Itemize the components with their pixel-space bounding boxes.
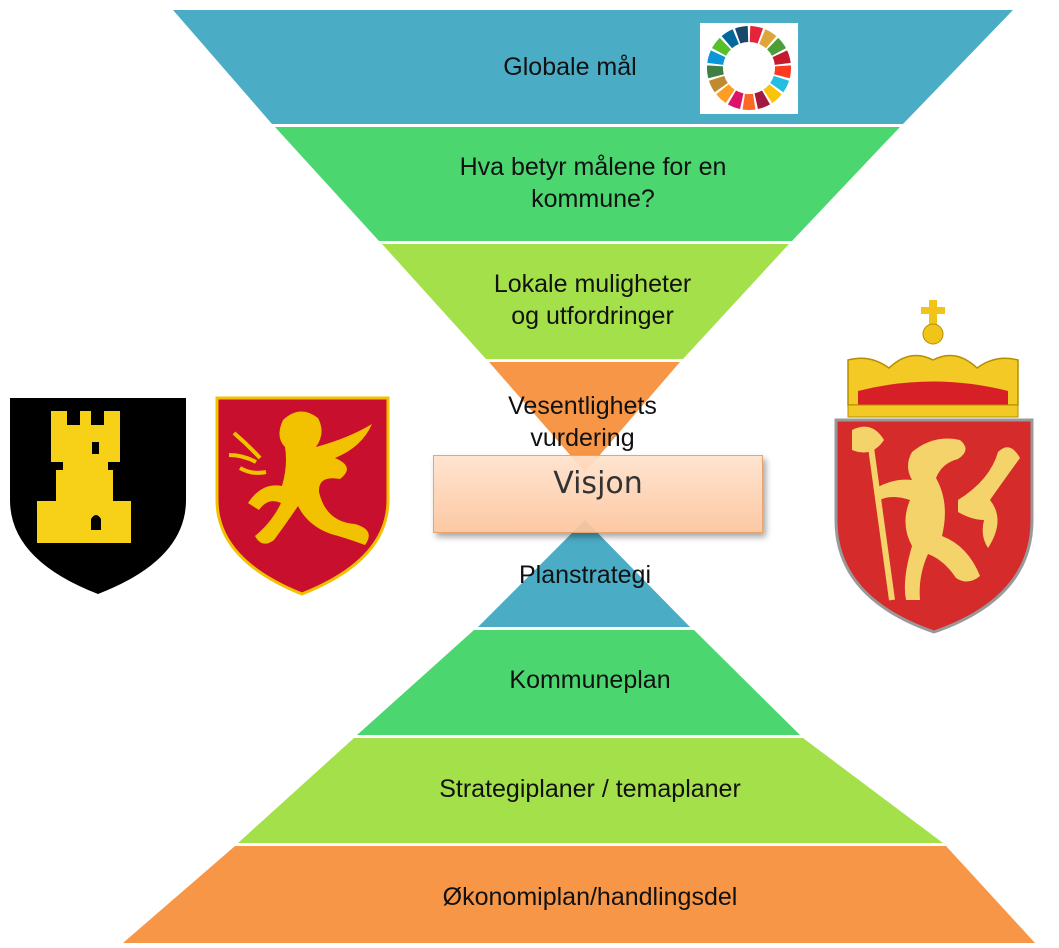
level-bottom-0-label: Planstrategi bbox=[518, 561, 652, 589]
level-top-1-shape bbox=[275, 127, 900, 241]
level-top-0-label: Globale mål bbox=[503, 53, 637, 81]
sdg-wheel-segment bbox=[716, 84, 735, 104]
level-bottom-2-label: Strategiplaner / temaplaner bbox=[439, 775, 741, 803]
level-top-3-shape bbox=[489, 362, 680, 472]
level-bottom-1-label: Kommuneplan bbox=[509, 666, 671, 694]
level-bottom-2-shape bbox=[238, 738, 943, 843]
level-top-3-label: Vesentlighets vurdering bbox=[508, 392, 657, 452]
level-top-2-label: Lokale muligheter og utfordringer bbox=[493, 270, 692, 330]
visjon-label: Visjon bbox=[553, 466, 643, 501]
level-bottom-3-shape bbox=[123, 846, 1035, 943]
sdg-wheel-segment bbox=[772, 50, 791, 65]
level-top-0-shape bbox=[173, 10, 1013, 124]
sdg-wheel-segment bbox=[707, 50, 726, 65]
sdg-wheel-segment bbox=[759, 29, 777, 49]
sdg-wheel-segment bbox=[706, 65, 724, 79]
griffin-coat-of-arms bbox=[215, 396, 390, 596]
level-top-1-label: Hva betyr målene for en kommune? bbox=[459, 153, 727, 213]
tower-coat-of-arms bbox=[10, 398, 186, 594]
sdg-wheel-segment bbox=[754, 90, 771, 110]
sdg-wheel-segment bbox=[708, 75, 728, 93]
sdg-wheel-segment bbox=[763, 84, 782, 104]
sdg-wheel-segment bbox=[749, 26, 763, 44]
level-bottom-0-shape bbox=[478, 520, 690, 627]
sdg-wheel-segment bbox=[721, 29, 739, 49]
sdg-wheel-icon bbox=[700, 23, 798, 114]
sdg-wheel-segment bbox=[742, 93, 756, 110]
level-bottom-3-label: Økonomiplan/handlingsdel bbox=[442, 883, 738, 911]
sdg-wheel-segment bbox=[770, 75, 790, 93]
norway-lion-coat-of-arms bbox=[834, 300, 1034, 634]
sdg-wheel-segment bbox=[727, 90, 744, 110]
level-top-2-shape bbox=[382, 244, 789, 359]
level-bottom-1-shape bbox=[357, 630, 800, 735]
sdg-wheel-segment bbox=[711, 37, 731, 56]
sdg-wheel-segment bbox=[735, 26, 749, 44]
sdg-wheel-segment bbox=[774, 65, 791, 79]
visjon-box: Visjon bbox=[433, 455, 763, 533]
sdg-wheel-segment bbox=[767, 37, 787, 56]
